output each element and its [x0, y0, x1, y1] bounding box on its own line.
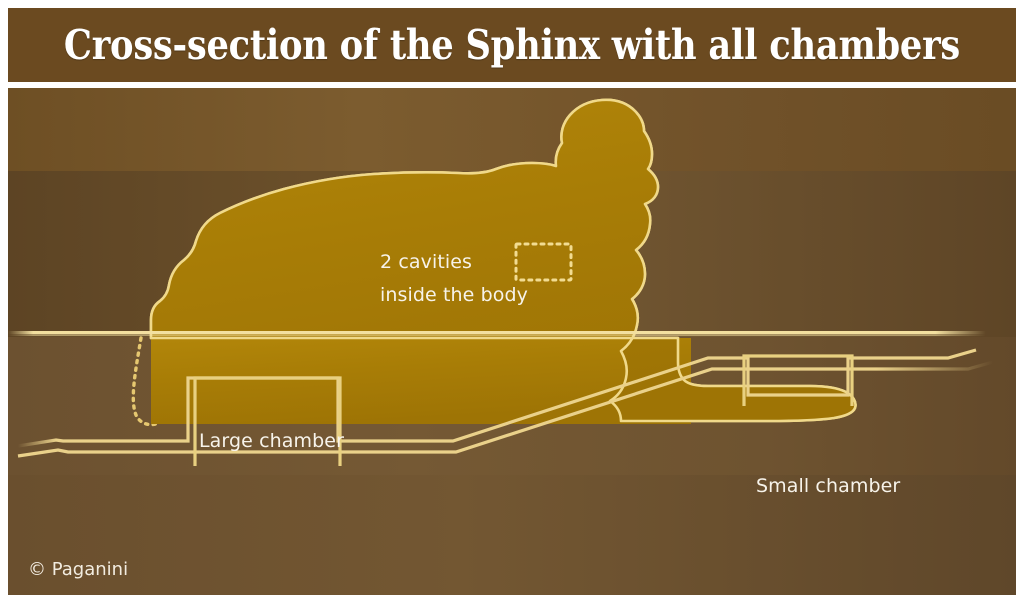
cavities-label-line2: inside the body: [380, 284, 528, 306]
large-chamber-box: [193, 376, 342, 466]
sphinx-base-fill: [151, 338, 691, 424]
ground-line-group: [8, 331, 1016, 337]
small-chamber-label: Small chamber: [756, 475, 900, 497]
cross-section-svg: 2 cavities inside the body Large chamber…: [8, 88, 1016, 595]
buried-outline-dotted: [131, 336, 176, 427]
deep-ground-band: [8, 475, 1016, 595]
small-chamber-box: [742, 354, 854, 406]
diagram-canvas: 2 cavities inside the body Large chamber…: [8, 88, 1016, 595]
tunnel-wall-lower: [17, 360, 994, 458]
tunnel-and-chambers: [17, 348, 994, 466]
ground-line-shadow: [8, 334, 1016, 337]
cavity-marker-rect: [514, 242, 573, 282]
large-chamber-label-visible: Large chamber: [199, 430, 344, 452]
ground-line: [8, 331, 1016, 335]
credit-label: © Paganini: [28, 559, 128, 580]
page-title: Cross-section of the Sphinx with all cha…: [63, 21, 961, 69]
buried-outline-path: [131, 336, 176, 427]
sky-band: [8, 88, 1016, 173]
cavities-label-line1: 2 cavities: [380, 251, 472, 273]
header-bar: Cross-section of the Sphinx with all cha…: [8, 8, 1016, 82]
tunnel-wall-upper: [17, 348, 977, 448]
